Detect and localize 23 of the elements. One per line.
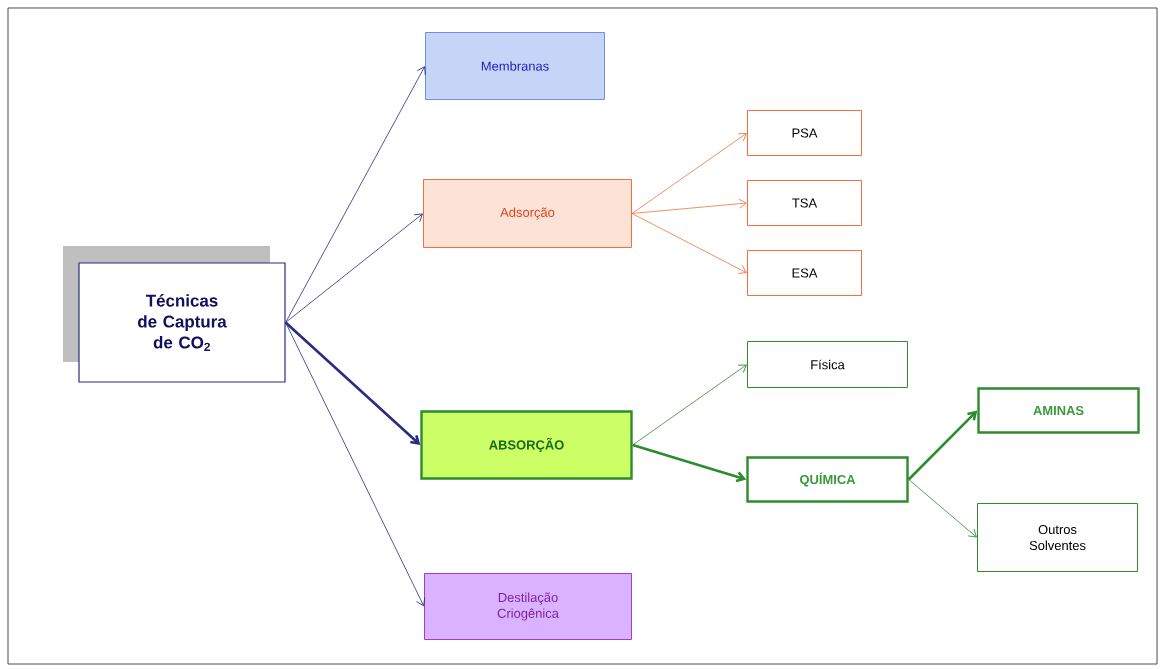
arrow [631, 133, 747, 214]
root-box: Técnicas de Captura de CO$_{2}$ [78, 262, 286, 383]
method-box: PSA [747, 110, 862, 156]
arrow [632, 443, 747, 483]
arrow [284, 321, 421, 445]
category-box: Membranas [425, 32, 605, 100]
arrow [907, 410, 978, 481]
arrow [285, 322, 426, 607]
arrow [631, 198, 747, 214]
method-box: AMINAS [977, 387, 1140, 434]
arrow [908, 479, 977, 538]
arrow [285, 66, 426, 323]
method-box: Outros Solventes [977, 503, 1138, 572]
method-box: Física [747, 341, 908, 388]
category-box: Destilação Criogênica [424, 573, 632, 640]
method-box: QUÍMICA [746, 456, 909, 503]
category-box: ABSORÇÃO [420, 410, 633, 480]
category-box: Adsorção [423, 179, 632, 248]
method-box: TSA [747, 180, 862, 226]
arrow [285, 213, 423, 323]
arrow [631, 213, 747, 274]
arrow [632, 364, 747, 446]
method-box: ESA [747, 250, 862, 296]
